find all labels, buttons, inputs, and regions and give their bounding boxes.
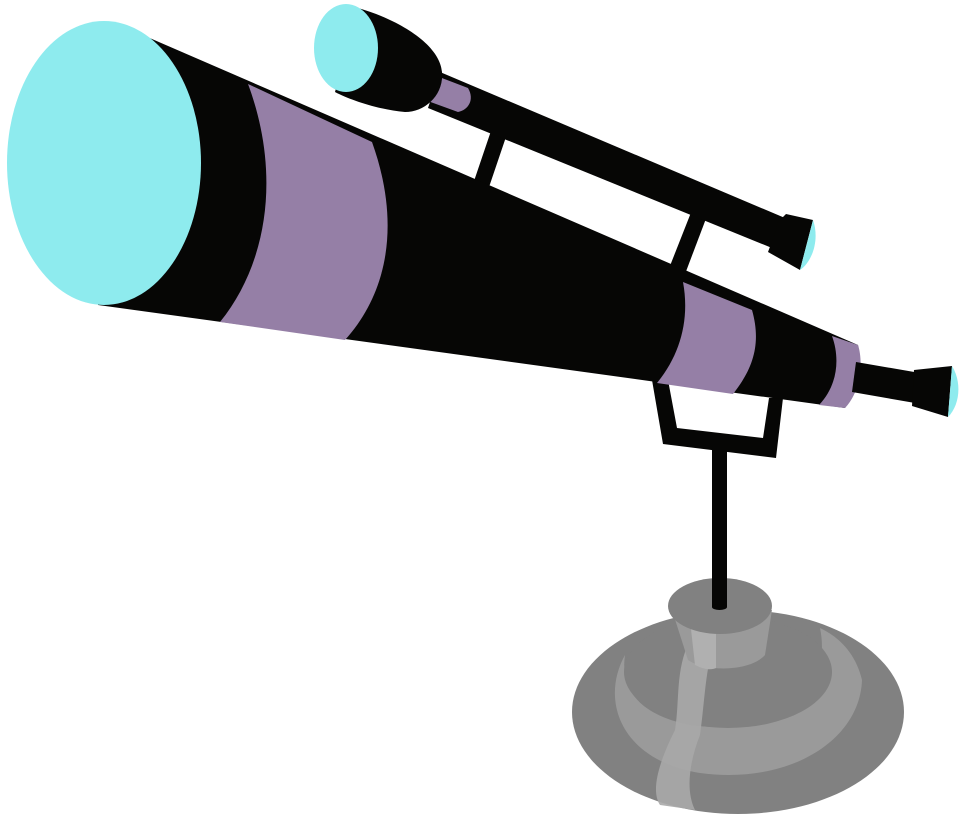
finder-bracket-front xyxy=(472,125,508,193)
telescope-mount xyxy=(652,380,783,610)
tube-band-1 xyxy=(220,84,388,340)
finder-lens xyxy=(314,4,378,92)
tube-band-3 xyxy=(819,336,861,408)
main-eyepiece-lens xyxy=(948,366,959,417)
finder-tube xyxy=(428,72,785,248)
main-tube xyxy=(7,21,959,417)
main-eyepiece xyxy=(912,366,952,417)
finder-eyepiece-lens xyxy=(800,220,816,270)
main-objective-lens xyxy=(7,21,201,305)
main-eyepiece-barrel xyxy=(852,362,920,403)
finder-eyepiece xyxy=(768,214,813,270)
tube-band-2 xyxy=(657,282,756,394)
stem-foot xyxy=(712,604,727,610)
finder-scope xyxy=(314,4,816,282)
mount-bracket xyxy=(652,380,783,458)
base-upper-step xyxy=(624,616,832,728)
telescope-base xyxy=(572,578,904,814)
mount-stem xyxy=(712,445,727,607)
base-highlight-stripe xyxy=(655,640,715,810)
finder-bracket-rear xyxy=(666,210,707,282)
